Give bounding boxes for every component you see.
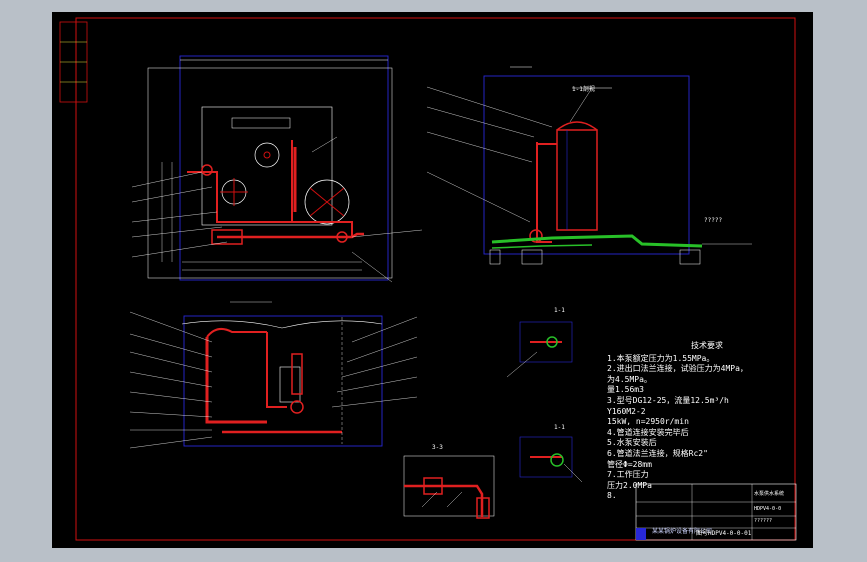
section-label-mid: 1-1 [554, 424, 565, 431]
note-line: 量1.56m3 [607, 385, 644, 395]
title-block-drawing-no: 图号HDPV4-0-0-01 [696, 530, 752, 537]
plan-view [131, 55, 423, 283]
detail-view-top [506, 321, 573, 378]
note-line: 为4.5MPa。 [607, 374, 652, 384]
note-line: 4.管道连接安装完毕后 [607, 427, 689, 437]
ground-mark: ????? [704, 217, 723, 224]
notes-list: 1.本泵额定压力为1.55MPa。2.进出口法兰连接，试验压力为4MPa， 为4… [607, 354, 807, 502]
title-block-row2: HDPV4-0-0 [754, 506, 782, 512]
notes-title: 技术要求 [691, 341, 723, 350]
note-line: 3.型号DG12-25，流量12.5m³/h [607, 395, 729, 405]
title-block-frame [635, 483, 797, 541]
note-line: 管径Φ=28mm [607, 459, 652, 469]
detail-view-bottom [519, 436, 583, 483]
note-line: 6.管道法兰连接，规格Rc2" [607, 448, 708, 458]
note-line: 5.水泵安装后 [607, 438, 657, 448]
drawing-frame [75, 17, 796, 541]
note-line: 2.进出口法兰连接，试验压力为4MPa， [607, 364, 748, 374]
drawing-sheet: 技术要求 1.本泵额定压力为1.55MPa。2.进出口法兰连接，试验压力为4MP… [52, 12, 813, 548]
cad-drawing [59, 17, 797, 541]
section-label-valve: 3-3 [432, 444, 443, 451]
section-label-top: 1-1 [554, 307, 565, 314]
note-line: 7.工作压力 [607, 470, 649, 480]
note-line: 15kW, n=2950r/min [607, 417, 689, 427]
technical-notes: 技术要求 1.本泵额定压力为1.55MPa。2.进出口法兰连接，试验压力为4MP… [607, 341, 807, 502]
section-view [129, 301, 418, 449]
title-block-row1: 水泵供水系统 [754, 491, 785, 497]
view-label: 1-1剖视 [572, 86, 595, 93]
title-block-row3: ?????? [754, 518, 773, 524]
note-line: 8. [607, 491, 617, 501]
note-line: Y160M2-2 [607, 406, 646, 416]
valve-section [403, 455, 495, 519]
note-line: 压力2.0MPa [607, 480, 652, 490]
elevation-view [426, 66, 752, 265]
title-block-company: 某某锅炉设备有限公司 [652, 528, 713, 535]
note-line: 1.本泵额定压力为1.55MPa。 [607, 353, 715, 363]
